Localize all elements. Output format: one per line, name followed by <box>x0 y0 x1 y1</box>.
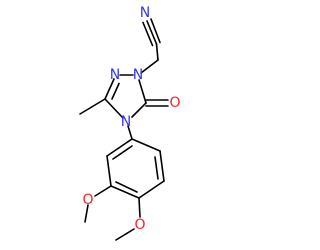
para-methoxy-o-ch3-bond <box>115 228 135 241</box>
ring-n1-label: N <box>133 67 143 83</box>
nitrile-triple-bond-3 <box>142 21 154 47</box>
benzene-bond-6 <box>106 138 133 157</box>
nitrile-triple-bond-1 <box>146 20 158 45</box>
para-methoxy-oxygen-label: O <box>134 217 145 233</box>
nitrile-triple-bond-2 <box>150 18 161 44</box>
benzene-bond-1 <box>131 138 161 152</box>
bonds <box>79 18 169 241</box>
ring-c5-n1-bond <box>138 79 147 104</box>
benzene-bond-3 <box>138 180 165 199</box>
nitrile-ch2-bond <box>155 43 159 61</box>
ring-n2-c3-double-inner <box>111 82 120 100</box>
benzene-bond-4 <box>110 185 140 199</box>
ring-n2-c3-bond <box>104 78 115 100</box>
benzene-inner-bond-3 <box>112 145 133 160</box>
ring-n2-label: N <box>110 67 120 83</box>
methyl-bond <box>79 98 106 115</box>
para-methoxy-c-o-bond <box>138 197 141 218</box>
chemical-structure-diagram: N N N N O O O <box>79 5 181 241</box>
ring-c3-n4-bond <box>104 98 124 119</box>
meta-methoxy-o-ch3-bond <box>84 204 89 223</box>
meta-methoxy-c-o-bond <box>94 185 112 197</box>
benzene-inner-bond-2 <box>115 181 138 193</box>
n4-aryl-bond <box>127 125 133 140</box>
benzene-bond-2 <box>159 150 165 182</box>
carbonyl-oxygen-label: O <box>169 95 180 111</box>
atom-labels: N N N N O O O <box>82 5 180 233</box>
nitrile-nitrogen-label: N <box>140 5 150 21</box>
ring-n4-c5-bond <box>131 102 147 118</box>
meta-methoxy-oxygen-label: O <box>82 192 93 208</box>
benzene-bond-5 <box>106 155 112 187</box>
ring-n4-label: N <box>121 114 131 130</box>
ch2-n1-bond <box>140 59 159 74</box>
benzene-inner-bond-1 <box>154 156 159 180</box>
